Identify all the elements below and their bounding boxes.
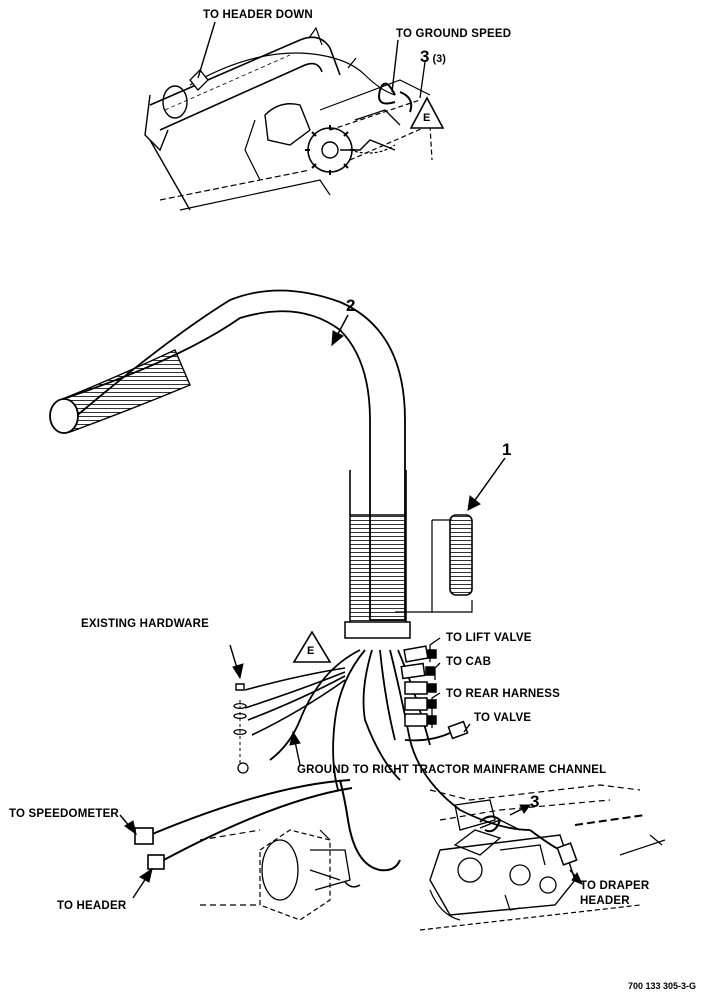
label-to-draper-line-2: HEADER (580, 895, 630, 907)
main-harness-view (49, 289, 666, 931)
label-ground-channel: GROUND TO RIGHT TRACTOR MAINFRAME CHANNE… (297, 764, 607, 776)
label-to-cab: TO CAB (446, 656, 492, 668)
reference-triangle-e-mid (292, 630, 332, 663)
label-to-lift-valve: TO LIFT VALVE (446, 632, 532, 644)
label-existing-hardware: EXISTING HARDWARE (81, 618, 209, 630)
label-to-ground-speed: TO GROUND SPEED (396, 28, 512, 40)
label-to-header: TO HEADER (57, 900, 127, 912)
callout-item-2: 2 (346, 296, 356, 315)
ref-e-mid-letter: E (307, 645, 315, 657)
label-to-rear-harness: TO REAR HARNESS (446, 688, 560, 700)
callout-item-1: 1 (502, 440, 512, 459)
label-to-speedometer: TO SPEEDOMETER (9, 808, 119, 820)
figure-reference-number: 700 133 305-3-G (628, 981, 697, 991)
top-detail-view (144, 21, 433, 211)
callout-item-3-bottom: 3 (530, 792, 540, 811)
label-to-header-down: TO HEADER DOWN (203, 9, 313, 21)
label-to-draper-line-1: TO DRAPER (580, 880, 650, 892)
label-to-valve: TO VALVE (474, 712, 532, 724)
ref-e-top-letter: E (423, 112, 431, 124)
reference-triangle-e-top (409, 96, 445, 129)
callout-item-3-top: 3(3) (420, 47, 446, 66)
callout-item-3-qty: (3) (432, 53, 446, 65)
